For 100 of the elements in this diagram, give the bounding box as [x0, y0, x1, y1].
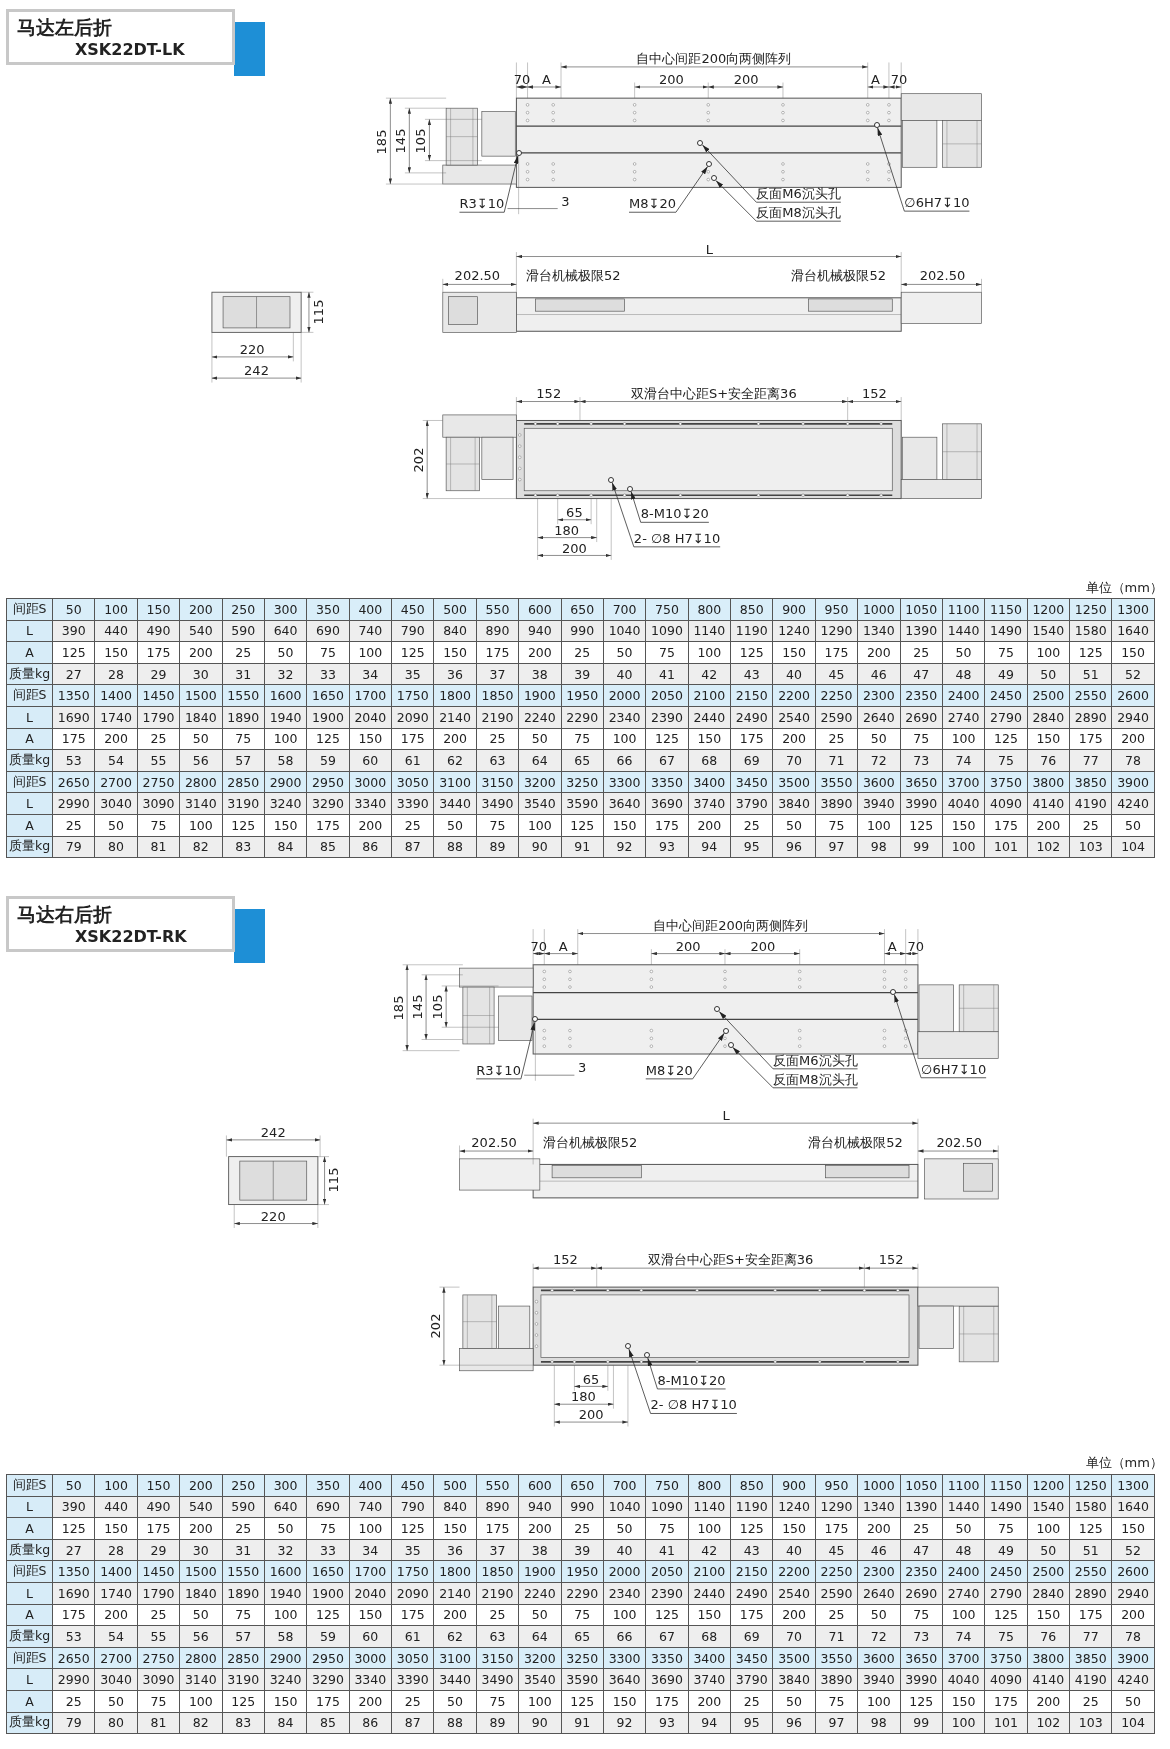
table-cell: 900: [772, 598, 816, 621]
hole-mark: [706, 160, 713, 167]
hole-mark: [727, 1042, 734, 1049]
table-cell: 250: [222, 1474, 265, 1497]
dimension-label: 200: [562, 541, 587, 555]
table-cell: 50: [52, 1474, 95, 1497]
dimension-label: 152: [878, 1252, 904, 1266]
table-cell: 600: [518, 598, 561, 621]
row-header-cell: 间距S: [6, 1647, 53, 1669]
table-cell: 950: [815, 598, 858, 621]
dimension-label: 3: [578, 1060, 587, 1074]
title-box: [6, 9, 235, 65]
dimension-label: 105: [414, 128, 427, 153]
dimension-label: 70: [907, 939, 924, 953]
dimension-label: 180: [554, 523, 579, 537]
callout-text: 反面M6沉头孔: [773, 1053, 858, 1068]
row-header-cell: A: [6, 728, 53, 750]
dimension-label: 242: [260, 1125, 286, 1139]
row-header-cell: L: [6, 1582, 53, 1605]
hole-mark: [627, 485, 634, 492]
dimension-label: 65: [582, 1372, 600, 1386]
hole-mark: [532, 1016, 539, 1023]
unit-label: 单位（mm）: [1085, 1455, 1163, 1469]
table-cell: 1250: [1069, 598, 1112, 621]
row-header-cell: A: [6, 1690, 53, 1713]
table-cell: 1050: [900, 1474, 943, 1497]
table-cell: 900: [772, 1474, 816, 1497]
row-header-cell: 质量kg: [6, 663, 53, 685]
table-cell: 1200: [1027, 598, 1070, 621]
hole-mark: [890, 988, 897, 995]
callout-text: R3↧10: [459, 196, 505, 212]
dimension-label: A: [542, 72, 551, 86]
dimension-label: 115: [327, 1167, 340, 1193]
table-cell: 800: [688, 598, 731, 621]
callout-text: ∅6H7↧10: [904, 195, 970, 211]
table-cell: 800: [688, 1474, 731, 1497]
row-header-cell: L: [6, 620, 53, 642]
dimension-label: 70: [890, 72, 908, 86]
table-cell: 350: [306, 1474, 350, 1497]
table-cell: 200: [179, 598, 222, 621]
callout-text: 2- ∅8 H7↧10: [650, 1398, 737, 1413]
row-header-cell: 间距S: [6, 1560, 53, 1583]
dimension-label: A: [887, 939, 897, 953]
callout-text: 反面M6沉头孔: [756, 186, 841, 202]
dimension-label: 152: [862, 386, 887, 400]
dimension-label: 185: [391, 995, 405, 1021]
table-cell: 750: [645, 1474, 689, 1497]
title-box: [6, 896, 235, 952]
callout-text: 反面M8沉头孔: [756, 205, 841, 221]
table-cell: 500: [433, 598, 477, 621]
hole-mark: [710, 175, 717, 182]
table-cell: 700: [603, 598, 646, 621]
note-text: 滑台机械极限52: [808, 1135, 903, 1149]
table-cell: 1000: [857, 598, 900, 621]
row-header-cell: L: [6, 706, 53, 729]
note-text: 滑台机械极限52: [791, 269, 886, 282]
dimension-label: 200: [578, 1407, 604, 1421]
unit-label: 单位（mm）: [1085, 580, 1163, 594]
table-cell: 250: [222, 598, 265, 621]
row-header-cell: 质量kg: [6, 749, 53, 772]
dimension-label: 202: [411, 447, 425, 472]
dimension-label: 242: [244, 363, 269, 377]
table-cell: 400: [349, 1474, 392, 1497]
row-header-cell: 质量kg: [6, 1539, 53, 1561]
callout-text: 8-M10↧20: [657, 1373, 726, 1388]
callout-text: M8↧20: [629, 196, 676, 212]
hole-mark: [608, 476, 615, 483]
row-header-cell: 间距S: [6, 771, 53, 793]
dimension-label: A: [558, 939, 568, 953]
hole-mark: [714, 1006, 721, 1013]
row-header-cell: A: [6, 1604, 53, 1626]
table-cell: 300: [264, 1474, 307, 1497]
row-header-cell: L: [6, 1496, 53, 1518]
callout-text: R3↧10: [476, 1063, 521, 1078]
table-cell: 1150: [984, 1474, 1028, 1497]
dimension-label: 180: [570, 1389, 596, 1403]
callout-text: 2- ∅8 H7↧10: [633, 531, 721, 546]
table-cell: 100: [94, 598, 138, 621]
model-number: XSK22DT-RK: [75, 927, 187, 946]
table-cell: 1300: [1111, 1474, 1155, 1497]
callout-text: M8↧20: [645, 1063, 693, 1078]
table-cell: 750: [645, 598, 689, 621]
table-cell: 1100: [942, 598, 985, 621]
row-header-cell: A: [6, 1517, 53, 1540]
row-header-cell: A: [6, 814, 53, 837]
table-cell: 600: [518, 1474, 561, 1497]
table-cell: 650: [561, 1474, 604, 1497]
note-text: 双滑台中心距S+安全距离36: [647, 1252, 814, 1266]
row-header-cell: L: [6, 792, 53, 815]
table-cell: 400: [349, 598, 392, 621]
note-text: 滑台机械极限52: [526, 269, 621, 282]
dimension-label: 202.50: [454, 269, 501, 282]
row-header-cell: A: [6, 641, 53, 664]
hole-mark: [697, 139, 704, 146]
callout-text: 8-M10↧20: [640, 507, 709, 522]
table-cell: 550: [476, 1474, 519, 1497]
table-cell: 700: [603, 1474, 646, 1497]
hole-mark: [624, 1343, 631, 1350]
dimension-label: 145: [410, 994, 424, 1020]
table-cell: 100: [94, 1474, 138, 1497]
